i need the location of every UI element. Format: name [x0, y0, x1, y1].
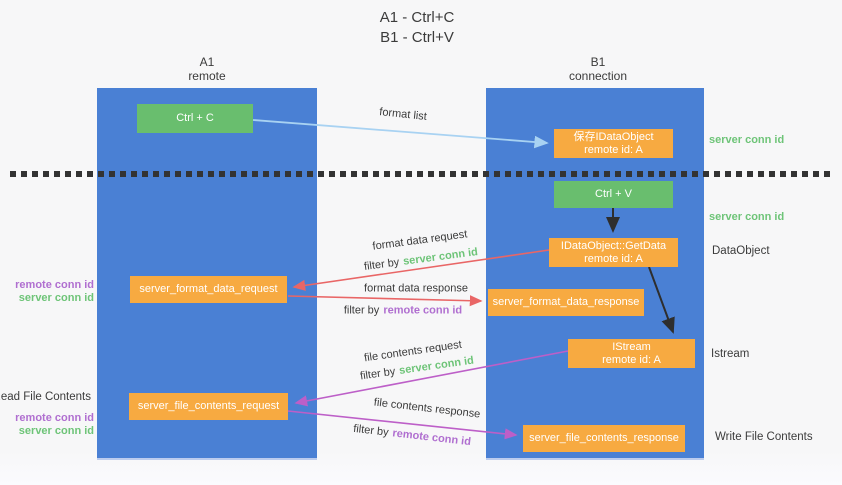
label-server-conn-id-1: server conn id	[18, 292, 94, 304]
lane-a1-name: A1	[199, 55, 215, 69]
title-line-1: A1 - Ctrl+C	[379, 9, 455, 26]
label-file-request-ids: remote conn id server conn id	[15, 412, 94, 438]
diagram-title: A1 - Ctrl+C B1 - Ctrl+V	[312, 8, 522, 48]
node-idataobject-getdata: IDataObject::GetData remote id: A	[549, 238, 678, 267]
lane-header-a1: A1 remote	[142, 55, 272, 83]
label-server-conn-id-2: server conn id	[18, 425, 94, 437]
label-format-request-ids: remote conn id server conn id	[15, 279, 94, 305]
filter-value-1: server conn id	[402, 246, 479, 268]
node-server-file-contents-response: server_file_contents_response	[523, 425, 685, 452]
lane-b1-name: B1	[590, 55, 606, 69]
node-save-idataobject: 保存IDataObject remote id: A	[554, 129, 673, 158]
filter-prefix-2: filter by	[343, 304, 380, 317]
filter-prefix-4: filter by	[352, 422, 390, 439]
label-remote-conn-id-2: remote conn id	[15, 412, 94, 424]
label-server-conn-id-top: server conn id	[709, 134, 785, 146]
phase-divider-dotted-line	[10, 171, 832, 177]
label-format-data-response: format data response	[364, 282, 468, 295]
node-format-response-label: server_format_data_response	[492, 296, 640, 308]
node-istream: IStream remote id: A	[568, 339, 695, 368]
node-istream-line2: remote id: A	[602, 353, 661, 366]
node-server-file-contents-request: server_file_contents_request	[129, 393, 288, 420]
filter-prefix-3: filter by	[359, 365, 397, 383]
node-ctrl-c: Ctrl + C	[137, 104, 253, 133]
filter-prefix-1: filter by	[363, 256, 401, 273]
label-server-conn-id-mid: server conn id	[709, 211, 785, 223]
node-ctrl-v-label: Ctrl + V	[595, 188, 632, 200]
node-server-format-data-request: server_format_data_request	[130, 276, 287, 303]
node-file-response-label: server_file_contents_response	[529, 432, 679, 444]
lane-header-b1: B1 connection	[533, 55, 663, 83]
node-istream-line1: IStream	[612, 340, 651, 353]
node-getdata-line1: IDataObject::GetData	[560, 239, 667, 252]
label-file-contents-response: file contents response	[373, 396, 481, 421]
node-ctrl-v: Ctrl + V	[554, 181, 673, 208]
lane-a1-subtitle: remote	[188, 69, 226, 83]
label-read-file-contents: Read File Contents	[0, 391, 91, 403]
label-dataobject: DataObject	[712, 245, 770, 257]
lane-b1-subtitle: connection	[568, 69, 628, 83]
title-line-2: B1 - Ctrl+V	[380, 29, 454, 46]
node-file-request-label: server_file_contents_request	[137, 400, 280, 412]
label-format-list: format list	[378, 106, 428, 123]
node-server-format-data-response: server_format_data_response	[488, 289, 644, 316]
node-ctrl-c-label: Ctrl + C	[176, 112, 214, 124]
node-save-idataobject-line2: remote id: A	[584, 143, 643, 156]
node-save-idataobject-line1: 保存IDataObject	[573, 130, 654, 143]
filter-value-2: remote conn id	[383, 304, 463, 317]
filter-value-4: remote conn id	[391, 427, 472, 449]
label-write-file-contents: Write File Contents	[715, 431, 813, 443]
node-getdata-line2: remote id: A	[584, 252, 643, 265]
label-remote-conn-id-1: remote conn id	[15, 279, 94, 291]
label-istream: Istream	[711, 348, 750, 360]
node-format-request-label: server_format_data_request	[139, 283, 278, 295]
